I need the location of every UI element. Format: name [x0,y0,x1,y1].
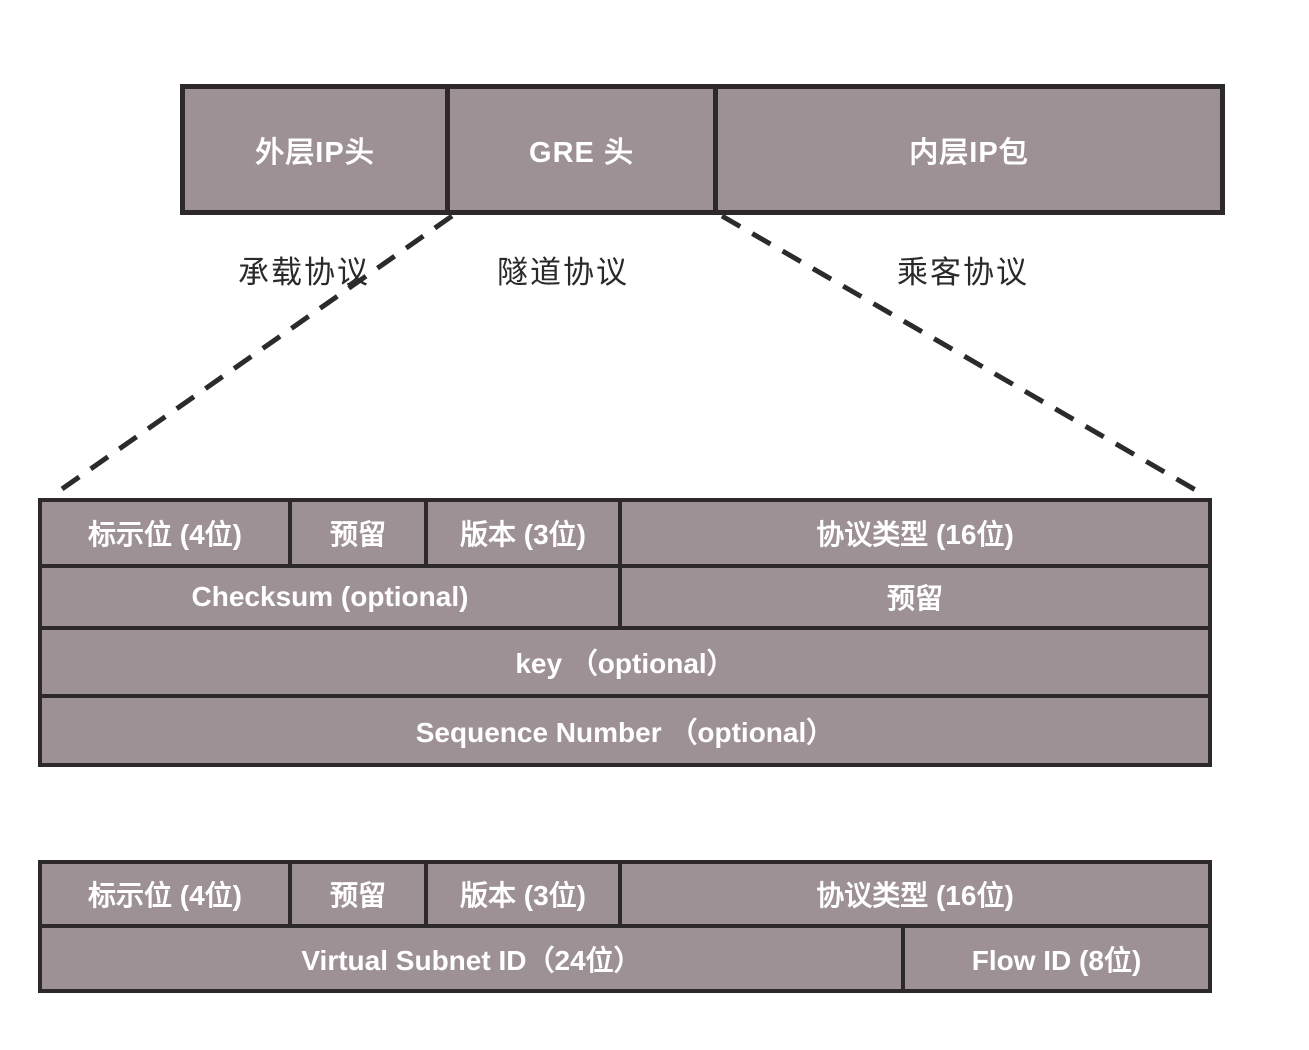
version-cell: 版本 (3位) [424,860,622,928]
tunnel-protocol-label: 隧道协议 [497,255,629,290]
table-row: Checksum (optional) 预留 [38,564,1212,630]
outer-ip-header-box: 外层IP头 [180,84,450,215]
table-row: key （optional） [38,626,1212,698]
version-cell: 版本 (3位) [424,498,622,568]
table-row: Virtual Subnet ID（24位） Flow ID (8位) [38,924,1212,993]
table-row: 标示位 (4位) 预留 版本 (3位) 协议类型 (16位) [38,860,1212,928]
key-cell: key （optional） [38,626,1212,698]
table-row: 标示位 (4位) 预留 版本 (3位) 协议类型 (16位) [38,498,1212,568]
protocol-type-cell: 协议类型 (16位) [618,860,1212,928]
virtual-subnet-id-cell: Virtual Subnet ID（24位） [38,924,905,993]
inner-ip-packet-label: 内层IP包 [909,136,1029,169]
flag-bits-cell: 标示位 (4位) [38,860,292,928]
outer-ip-header-label: 外层IP头 [255,136,375,169]
reserved-cell: 预留 [288,498,428,568]
inner-ip-packet-box: 内层IP包 [713,84,1225,215]
gre-header-box: GRE 头 [445,84,718,215]
flag-bits-cell: 标示位 (4位) [38,498,292,568]
nvgre-header-detail-table: 标示位 (4位) 预留 版本 (3位) 协议类型 (16位) Virtual S… [38,860,1212,993]
packet-structure-row: 外层IP头 GRE 头 内层IP包 [180,84,1225,215]
gre-header-label: GRE 头 [529,136,634,169]
passenger-protocol-label: 乘客协议 [897,255,1029,290]
reserved-cell: 预留 [288,860,428,928]
gre-header-detail-table: 标示位 (4位) 预留 版本 (3位) 协议类型 (16位) Checksum … [38,498,1212,767]
flow-id-cell: Flow ID (8位) [901,924,1212,993]
sequence-number-cell: Sequence Number （optional） [38,694,1212,767]
reserved-cell: 预留 [618,564,1212,630]
checksum-cell: Checksum (optional) [38,564,622,630]
carrier-protocol-label: 承载协议 [238,255,370,290]
table-row: Sequence Number （optional） [38,694,1212,767]
protocol-type-cell: 协议类型 (16位) [618,498,1212,568]
